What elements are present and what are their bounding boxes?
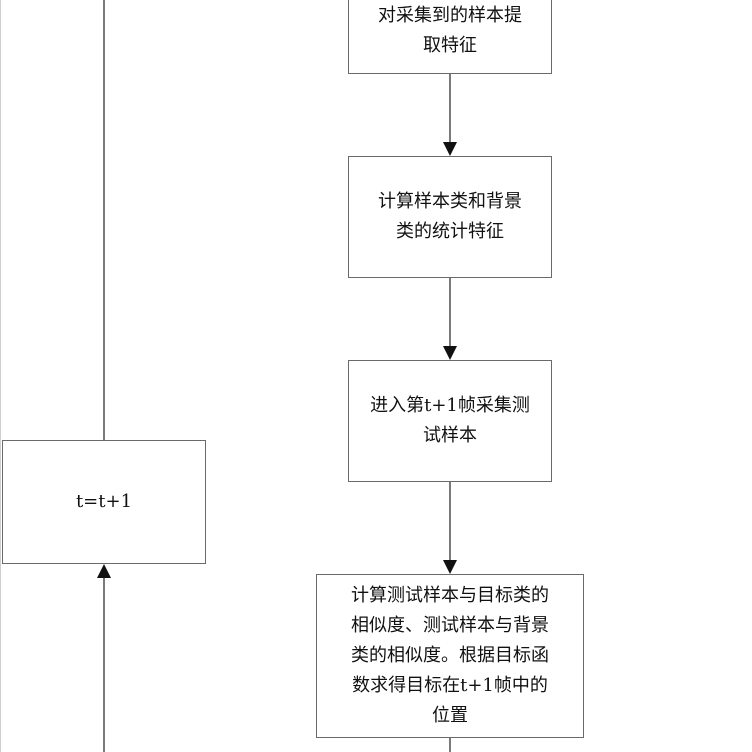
- node-extract-line-2: 取特征: [423, 35, 477, 56]
- node-loc-line-2: 相似度、测试样本与背景: [351, 615, 549, 636]
- arrowhead-loc: [443, 560, 457, 574]
- node-stats-line-1: 计算样本类和背景: [378, 191, 522, 212]
- node-loc-line-4: 数求得目标在t+1帧中的: [352, 675, 548, 696]
- node-next-line-2: 试样本: [423, 425, 477, 446]
- arrowhead-incr: [97, 564, 111, 578]
- node-compute-location: 计算测试样本与目标类的 相似度、测试样本与背景 类的相似度。根据目标函 数求得目…: [316, 574, 584, 738]
- node-loc-line-1: 计算测试样本与目标类的: [351, 585, 549, 606]
- node-compute-stats: 计算样本类和背景 类的统计特征: [348, 156, 552, 278]
- node-next-frame: 进入第t+1帧采集测 试样本: [348, 360, 552, 482]
- arrowhead-next: [443, 346, 457, 360]
- node-stats-line-2: 类的统计特征: [396, 221, 504, 242]
- arrowhead-stats: [443, 142, 457, 156]
- node-extract-features: 对采集到的样本提 取特征: [348, 0, 552, 74]
- node-next-line-1: 进入第t+1帧采集测: [370, 395, 530, 416]
- node-loc-line-5: 位置: [432, 705, 468, 726]
- node-extract-line-1: 对采集到的样本提: [378, 5, 522, 26]
- node-incr-label: t=t+1: [75, 491, 133, 512]
- node-loc-line-3: 类的相似度。根据目标函: [351, 645, 549, 666]
- left-margin-line: [0, 0, 1, 752]
- node-increment-t: t=t+1: [2, 440, 206, 564]
